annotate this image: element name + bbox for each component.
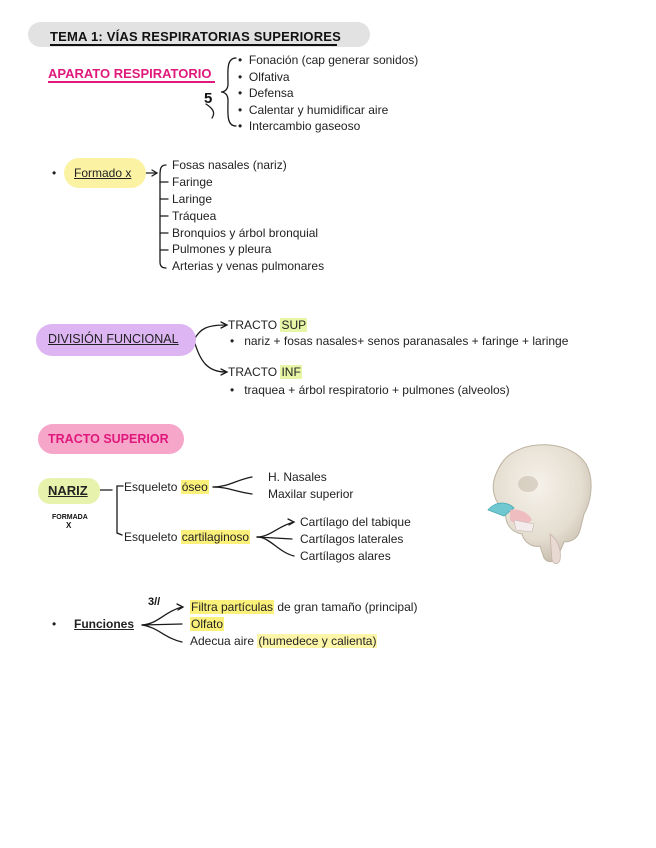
aparato-underline	[48, 81, 215, 83]
formado-label: Formado x	[74, 166, 132, 180]
tracto-superior-blob	[38, 424, 184, 454]
title-pill	[28, 22, 370, 47]
division-heading: DIVISIÓN FUNCIONAL	[48, 332, 179, 346]
bullet: •	[52, 166, 57, 180]
list-item: • Intercambio gaseoso	[238, 119, 361, 133]
tracto-inf-label: TRACTO INF	[228, 365, 302, 379]
tree-nariz	[116, 485, 123, 536]
aparato-function-list: • Fonación (cap generar sonidos) • Olfat…	[238, 53, 418, 136]
nariz-heading: NARIZ	[48, 483, 88, 498]
list-item: • Olfativa	[238, 69, 290, 84]
funciones-count-note: 3//	[148, 596, 161, 608]
list-item: Maxilar superior	[268, 487, 354, 501]
title-underline	[50, 44, 337, 46]
tracto-sup-detail: • nariz + fosas nasales+ senos paranasal…	[230, 334, 569, 348]
list-item: Olfato	[190, 617, 225, 631]
fork-cartilaginoso	[256, 521, 295, 538]
list-item: Tráquea	[172, 208, 217, 223]
list-item: • Fonación (cap generar sonidos)	[238, 53, 419, 67]
tracto-inf-detail: • traquea + árbol respiratorio + pulmone…	[230, 383, 510, 397]
list-item: Filtra partículas de gran tamaño (princi…	[190, 600, 418, 614]
oseo-list: H. Nasales Maxilar superior	[268, 470, 353, 504]
list-item: Fosas nasales (nariz)	[172, 158, 287, 172]
esqueleto-cartilaginoso-label: Esqueleto cartilaginoso	[124, 530, 251, 544]
bullet: •	[52, 617, 57, 631]
fork-oseo	[212, 476, 253, 488]
list-item: Cartílago del tabique	[300, 515, 411, 529]
list-item: Bronquios y árbol bronquial	[172, 225, 319, 240]
list-item: Arterias y venas pulmonares	[172, 259, 325, 274]
nariz-side-note: FORMADA X	[52, 514, 88, 530]
skull-nose-illustration-icon	[487, 444, 592, 565]
formado-list: Fosas nasales (nariz) Faringe Laringe Tr…	[172, 158, 324, 276]
brace-aparato	[220, 57, 237, 127]
list-item: • Calentar y humidificar aire	[238, 102, 389, 117]
list-item: Cartílagos laterales	[300, 532, 404, 546]
fork-funciones	[141, 606, 183, 626]
page-title: TEMA 1: VÍAS RESPIRATORIAS SUPERIORES	[50, 29, 342, 44]
cartilaginoso-list: Cartílago del tabique Cartílagos lateral…	[300, 515, 411, 566]
aparato-heading: APARATO RESPIRATORIO	[48, 66, 212, 81]
list-item: • Defensa	[238, 86, 294, 100]
tracto-superior-heading: TRACTO SUPERIOR	[48, 432, 169, 446]
list-item: H. Nasales	[268, 470, 327, 484]
division-highlight-blob	[36, 324, 196, 356]
list-item: Laringe	[172, 191, 213, 206]
list-item: Cartílagos alares	[300, 549, 391, 563]
aparato-count-note: 5	[204, 90, 213, 107]
list-item: Faringe	[172, 174, 213, 189]
list-item: Adecua aire (humedece y calienta)	[190, 634, 378, 648]
count-note-five-mark	[205, 103, 215, 119]
esqueleto-oseo-label: Esqueleto óseo	[124, 480, 209, 494]
arrow-tracto-inf	[193, 339, 227, 373]
formado-highlight-blob	[64, 158, 146, 188]
tree-formado	[159, 164, 167, 269]
funciones-heading: Funciones	[74, 617, 135, 631]
list-item: Pulmones y pleura	[172, 242, 272, 257]
funciones-list: Filtra partículas de gran tamaño (princi…	[190, 600, 417, 651]
tracto-sup-label: TRACTO SUP	[228, 318, 308, 332]
nariz-highlight-blob	[38, 478, 100, 504]
